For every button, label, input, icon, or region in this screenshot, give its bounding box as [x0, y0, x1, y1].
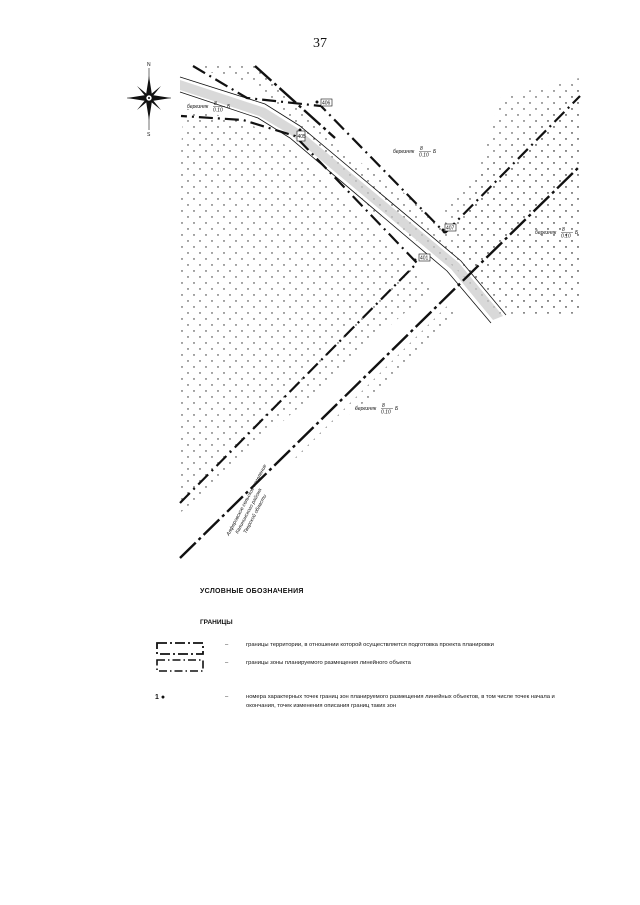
- svg-text:Б: Б: [433, 149, 437, 155]
- point-406: 406: [315, 98, 333, 107]
- territory-boundary-top: [254, 65, 336, 139]
- svg-text:березняк: березняк: [393, 149, 415, 155]
- compass-south-label: S: [147, 132, 151, 138]
- legend-title: УСЛОВНЫЕ ОБОЗНАЧЕНИЯ: [200, 588, 304, 595]
- territory-boundary: [179, 165, 581, 559]
- zone-boundary-north: [192, 65, 446, 234]
- zone-boundary-symbol: [156, 659, 204, 672]
- svg-text:405: 405: [298, 134, 307, 140]
- forest-area-main: [180, 108, 455, 548]
- legend-text: границы территории, в отношении которой …: [246, 642, 494, 648]
- svg-text:березняк: березняк: [535, 230, 557, 236]
- svg-text:0.10: 0.10: [213, 108, 223, 114]
- svg-text:березняк: березняк: [355, 406, 377, 412]
- svg-text:Б: Б: [575, 230, 579, 236]
- svg-text:407: 407: [446, 226, 455, 232]
- zone-boundary-east: [444, 95, 581, 234]
- territory-boundary-symbol: [156, 642, 204, 655]
- legend-text: номера характерных точек границ зон план…: [246, 694, 555, 709]
- legend-subtitle: ГРАНИЦЫ: [200, 619, 233, 626]
- svg-text:8: 8: [420, 146, 423, 152]
- page-number: 37: [313, 36, 327, 51]
- map-drawing: 406 405 407 401 березняк 8 0.10 Б березн…: [127, 62, 581, 559]
- svg-text:березняк: березняк: [187, 104, 209, 110]
- forest-label-1: березняк 8 0.10 Б: [187, 101, 231, 114]
- forest-label-4: березняк 8 0.10 Б: [355, 403, 399, 416]
- point-407: 407: [441, 223, 457, 232]
- svg-text:406: 406: [322, 101, 331, 107]
- legend-text: границы зоны планируемого размещения лин…: [246, 660, 411, 666]
- svg-text:Б: Б: [227, 104, 231, 110]
- compass-rose-icon: N S: [127, 62, 171, 138]
- svg-text:8: 8: [562, 227, 565, 233]
- legend-dash: –: [225, 660, 229, 666]
- road-edge-south: [179, 91, 492, 324]
- svg-text:401: 401: [420, 256, 429, 262]
- legend-dash: –: [225, 642, 229, 648]
- legend-dash: –: [225, 694, 229, 700]
- point-401: 401: [413, 253, 431, 262]
- point-405: 405: [296, 128, 307, 142]
- svg-text:8: 8: [214, 101, 217, 107]
- forest-label-2: березняк 8 0.10 Б: [393, 146, 437, 159]
- svg-text:0.10: 0.10: [561, 234, 571, 240]
- compass-north-label: N: [147, 62, 151, 68]
- svg-text:0.10: 0.10: [419, 153, 429, 159]
- road-edge-north: [179, 76, 507, 316]
- svg-text:Б: Б: [395, 406, 399, 412]
- zone-boundary-south: [179, 114, 419, 504]
- point-number-symbol: 1 ●: [155, 694, 166, 701]
- forest-label-3: березняк 8 0.10 Б: [535, 227, 579, 240]
- svg-text:0.10: 0.10: [381, 410, 391, 416]
- svg-text:8: 8: [382, 403, 385, 409]
- forest-area-east: [455, 78, 580, 313]
